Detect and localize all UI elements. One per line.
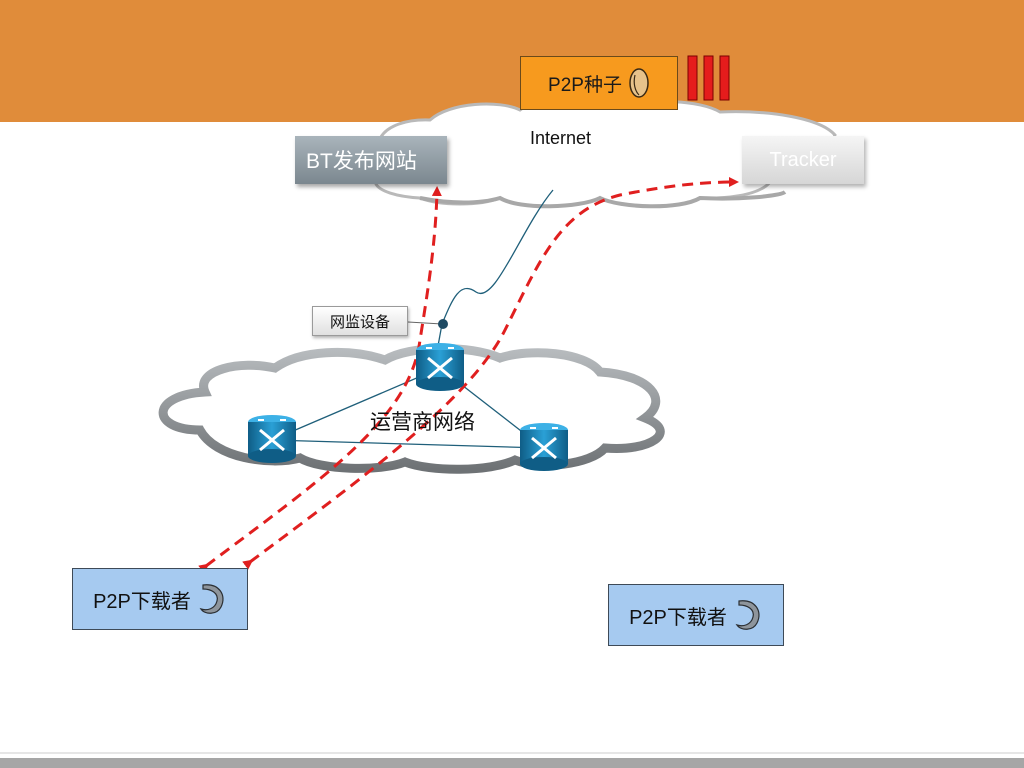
isp-network-label: 运营商网络 (370, 410, 475, 434)
downloader-label: P2P下载者 (93, 590, 191, 613)
signal-bars-icon (687, 55, 730, 101)
flow-arrows (198, 177, 739, 574)
footer-line (0, 752, 1024, 754)
router-top (416, 343, 464, 391)
tracker-box: Tracker (742, 136, 864, 184)
footer-band (0, 758, 1024, 768)
downloader-label: P2P下载者 (629, 606, 727, 629)
p2p-seed-label: P2P种子 (548, 74, 622, 96)
leech-icon (735, 600, 760, 630)
p2p-seed-box: P2P种子 (520, 56, 678, 110)
internet-label: Internet (530, 128, 592, 148)
p2p-downloader-right: P2P下载者 (608, 584, 784, 646)
header-band (0, 0, 1024, 122)
monitor-device-box: 网监设备 (312, 306, 408, 336)
bt-site-box: BT发布网站 (295, 136, 447, 184)
router-left (248, 415, 296, 463)
leech-icon (199, 584, 224, 614)
seed-bean-icon (629, 68, 649, 98)
monitor-connection (407, 189, 554, 347)
flow-arrow-tracker (242, 177, 739, 570)
tap-point (438, 319, 448, 329)
router-right (520, 423, 568, 471)
p2p-downloader-left: P2P下载者 (72, 568, 248, 630)
